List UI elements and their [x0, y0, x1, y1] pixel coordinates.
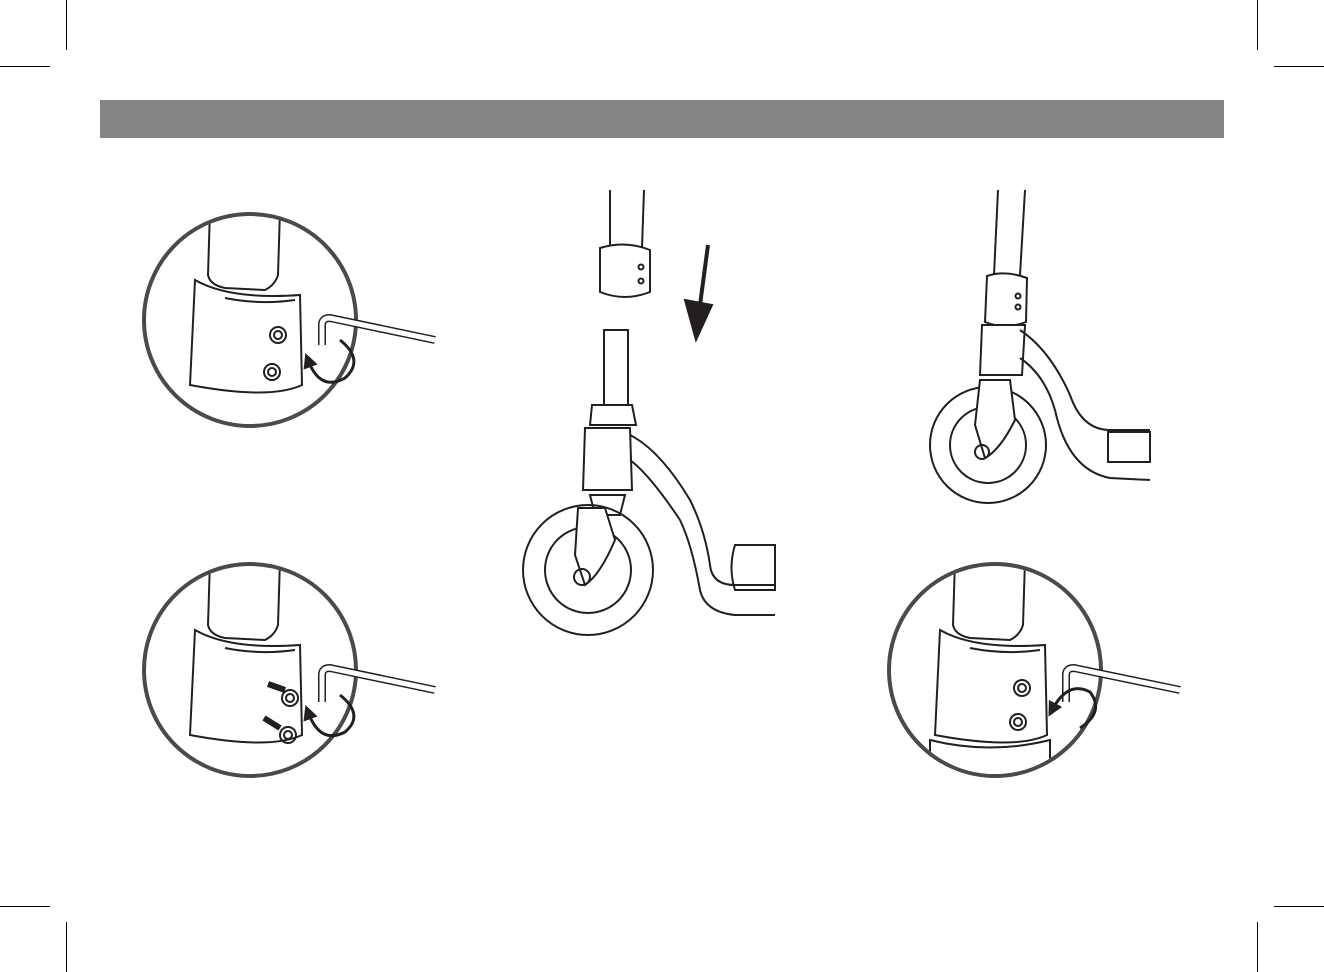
hex-key-icon	[322, 668, 435, 702]
scooter-assembled-figure	[930, 190, 1150, 503]
zoom-circle-step-2	[144, 560, 435, 776]
hex-key-icon	[322, 318, 435, 345]
down-arrow-icon	[700, 245, 708, 305]
zoom-circle-step-1	[144, 210, 435, 426]
zoom-circle-step-5	[889, 560, 1180, 780]
hex-key-icon	[1066, 668, 1180, 702]
clockwise-arrow-icon	[1052, 689, 1096, 728]
scooter-insertion-figure	[523, 190, 775, 635]
